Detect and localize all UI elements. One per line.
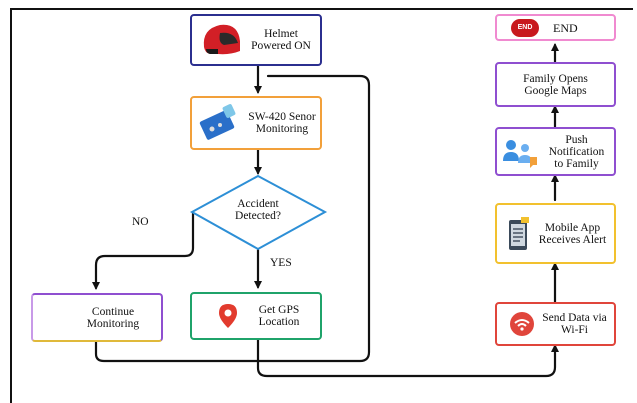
- loop-back-line: [94, 74, 371, 363]
- family-opens-maps-label: Family Opens Google Maps: [523, 72, 588, 97]
- node-get-gps-location: Get GPS Location: [190, 292, 322, 340]
- node-mobile-app-alert: Mobile App Receives Alert: [495, 203, 616, 264]
- node-continue-monitoring: Continue Monitoring: [31, 293, 163, 342]
- send-data-label: Send Data via Wi-Fi: [542, 312, 607, 336]
- node-family-opens-maps: Family Opens Google Maps: [495, 62, 616, 107]
- continue-monitoring-label: Continue Monitoring: [86, 305, 140, 330]
- family-notification-icon: [503, 139, 537, 168]
- wifi-icon: [510, 312, 534, 336]
- edge-label-no: NO: [132, 216, 149, 228]
- end-badge-text: END: [517, 24, 533, 31]
- get-gps-location-label: Get GPS Location: [258, 304, 300, 328]
- vibration-sensor-icon: [199, 104, 236, 140]
- push-notification-label: Push Notification to Family: [548, 133, 605, 170]
- node-helmet-powered-on: Helmet Powered ON: [190, 14, 322, 66]
- node-sensor-monitoring: SW-420 Senor Monitoring: [190, 96, 322, 150]
- mobile-app-label: Mobile App Receives Alert: [538, 221, 607, 246]
- node-end: END END: [495, 14, 616, 41]
- helmet-powered-on-label: Helmet Powered ON: [251, 28, 311, 52]
- edge-label-yes: YES: [270, 257, 292, 269]
- helmet-icon: [203, 24, 240, 55]
- sensor-monitoring-label: SW-420 Senor Monitoring: [248, 111, 316, 135]
- node-send-data-wifi: Send Data via Wi-Fi: [495, 302, 616, 346]
- decision-diamond: [189, 174, 328, 251]
- end-label: END: [553, 20, 578, 35]
- node-push-notification: Push Notification to Family: [495, 127, 616, 176]
- diagram-frame: [10, 8, 633, 403]
- arrow-no: [92, 210, 195, 290]
- arrow-gps-to-send: [256, 338, 559, 378]
- phone-alert-icon: [509, 216, 529, 250]
- end-badge-icon: END: [511, 18, 539, 37]
- decision-label: Accident Detected?: [235, 198, 281, 222]
- map-pin-icon: [219, 304, 237, 328]
